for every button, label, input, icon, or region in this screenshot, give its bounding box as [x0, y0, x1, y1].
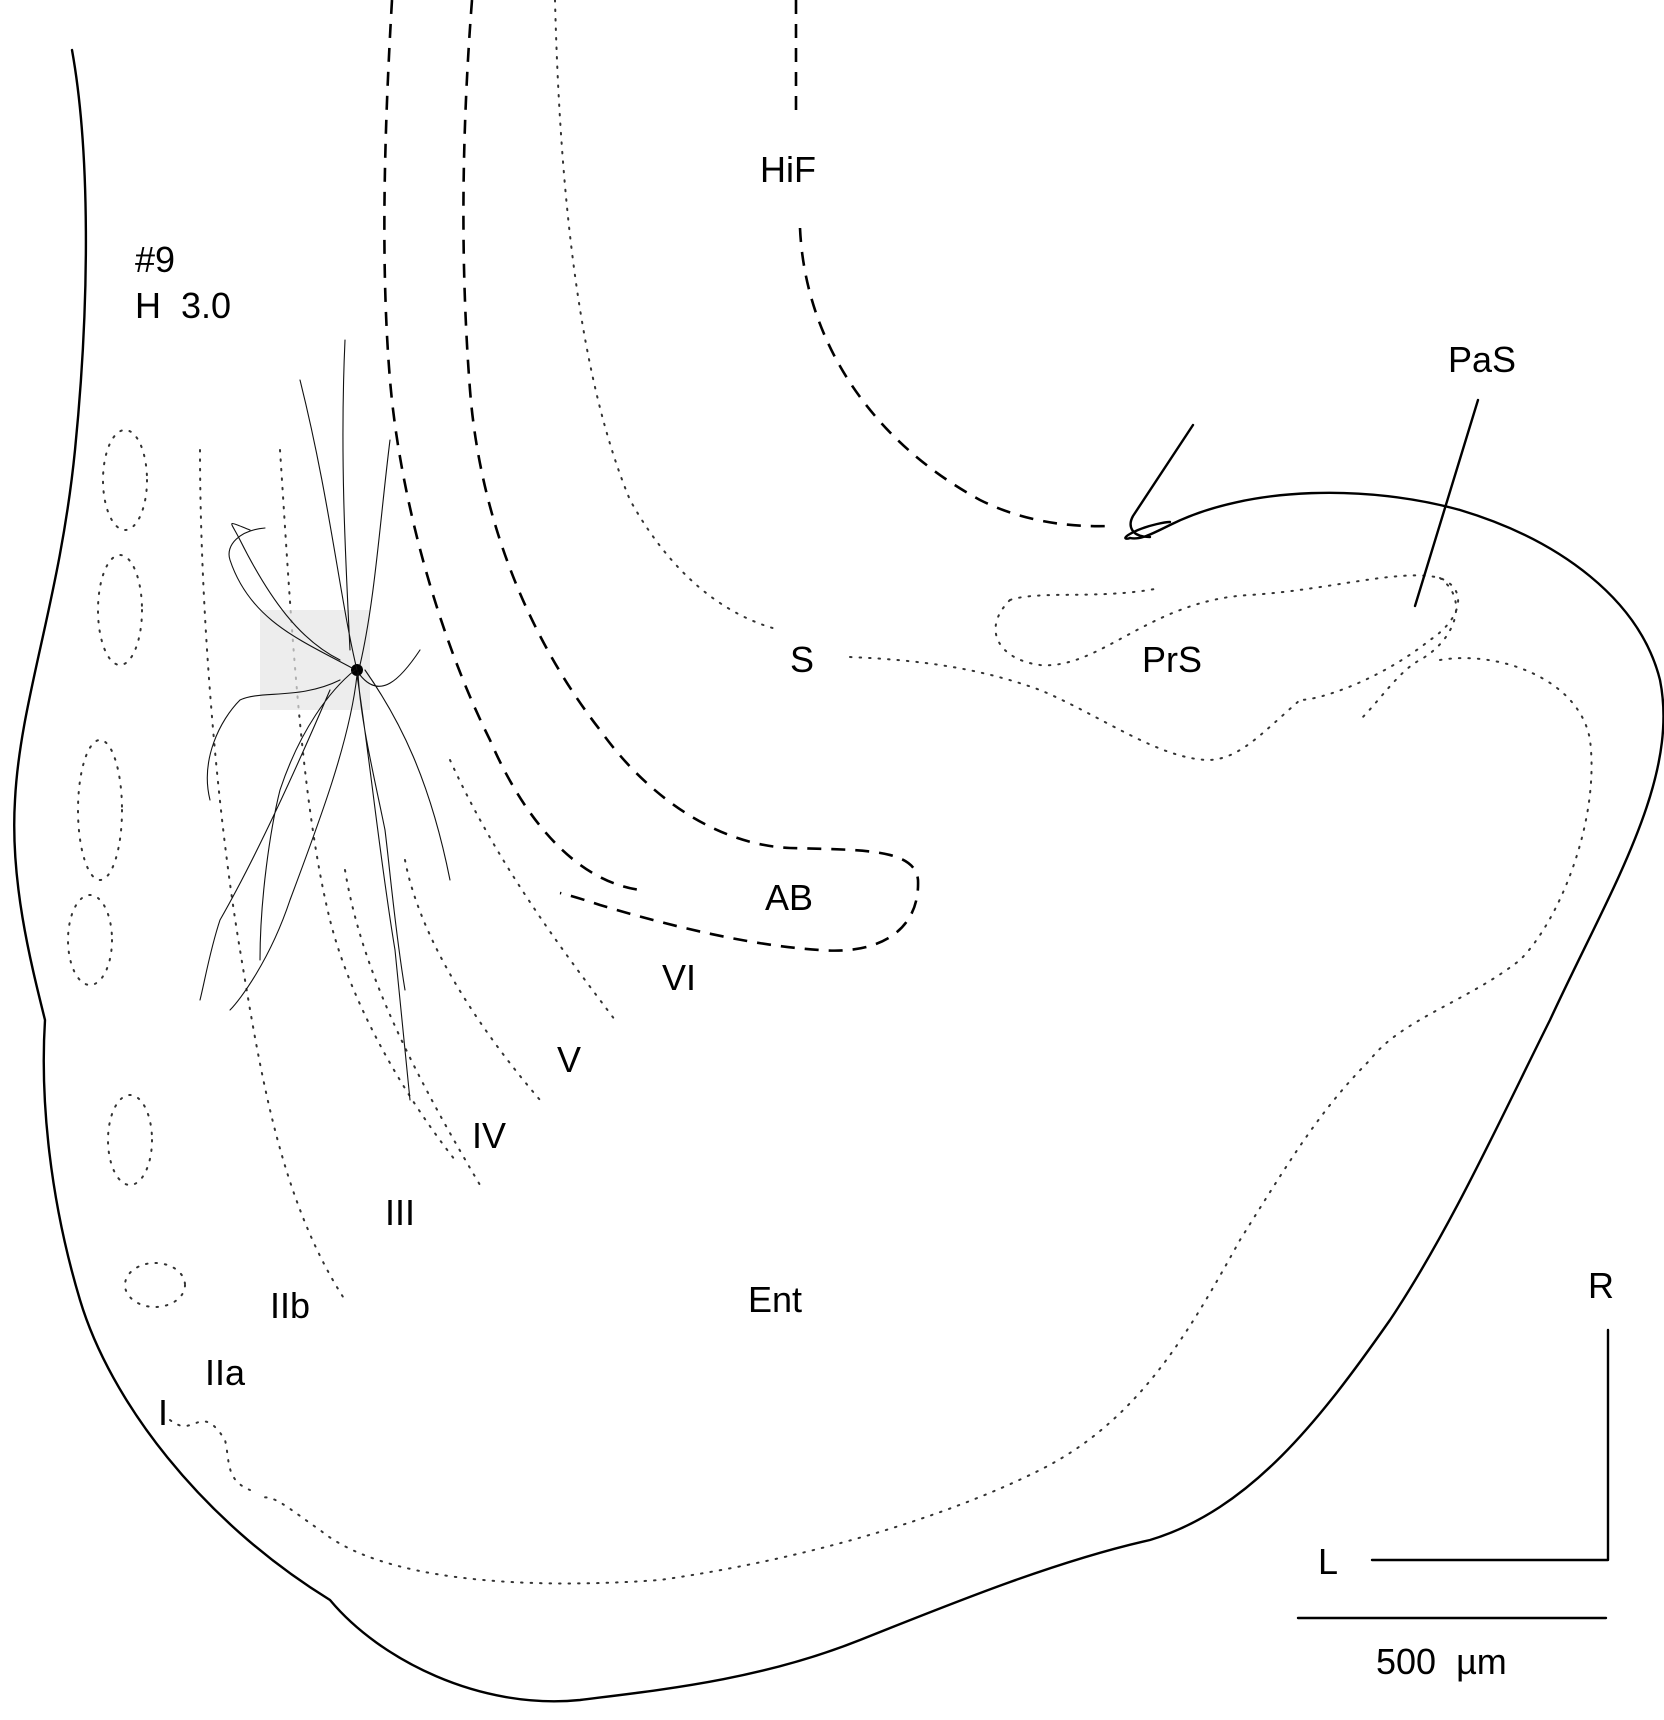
cell-island-4 — [67, 894, 113, 986]
label-layer-iv: IV — [472, 1115, 506, 1156]
scale-bar: 500 µm — [1296, 1616, 1608, 1682]
boundary-vi — [449, 759, 616, 1021]
boundary-prs — [994, 574, 1460, 701]
orientation-indicator: R L — [1318, 1265, 1614, 1582]
boundary-s — [554, 0, 781, 631]
boundary-deep — [257, 657, 1593, 1585]
cell-island-6 — [124, 1262, 186, 1308]
label-section-id: #9 — [135, 239, 175, 280]
cell-island-3 — [77, 739, 123, 881]
section-outline — [13, 48, 1664, 1703]
alveus-inner-dashed — [462, 0, 920, 952]
label-layer-iii: III — [385, 1192, 415, 1233]
label-layer-vi: VI — [662, 957, 696, 998]
cell-island-5 — [107, 1094, 153, 1186]
hif-dashed-curve — [798, 227, 1111, 528]
label-section-level: H 3.0 — [135, 285, 231, 326]
label-prs: PrS — [1142, 639, 1202, 680]
neuron-reconstruction — [199, 339, 451, 1101]
label-ab: AB — [765, 877, 813, 918]
label-pas: PaS — [1448, 339, 1516, 380]
boundary-s-prs — [849, 656, 1301, 762]
label-layer-v: V — [557, 1039, 581, 1080]
label-s: S — [790, 639, 814, 680]
boundary-iia — [169, 1419, 251, 1491]
label-lateral: L — [1318, 1541, 1338, 1582]
neuron-dendrites — [199, 339, 451, 1101]
neuron-stippling — [260, 610, 370, 710]
boundary-iii — [279, 449, 456, 1161]
scale-bar-label: 500 µm — [1376, 1641, 1507, 1682]
orientation-axes — [1370, 1328, 1610, 1562]
boundary-v — [404, 859, 541, 1101]
label-ent: Ent — [748, 1279, 802, 1320]
label-layer-iia: IIa — [205, 1352, 246, 1393]
cell-island-2 — [97, 554, 143, 666]
boundary-iv — [344, 869, 481, 1186]
fissure-tip — [1124, 520, 1172, 540]
cell-island-1 — [102, 429, 148, 531]
label-hif: HiF — [760, 149, 816, 190]
boundary-pas — [1359, 577, 1458, 721]
label-rostral: R — [1588, 1265, 1614, 1306]
label-layer-iib: IIb — [270, 1285, 310, 1326]
alveus-outer-dashed — [383, 0, 641, 892]
label-layer-i: I — [158, 1392, 168, 1433]
boundary-iib — [199, 449, 346, 1301]
pas-pointer-line — [1413, 398, 1480, 608]
fissure-line — [1129, 423, 1195, 539]
